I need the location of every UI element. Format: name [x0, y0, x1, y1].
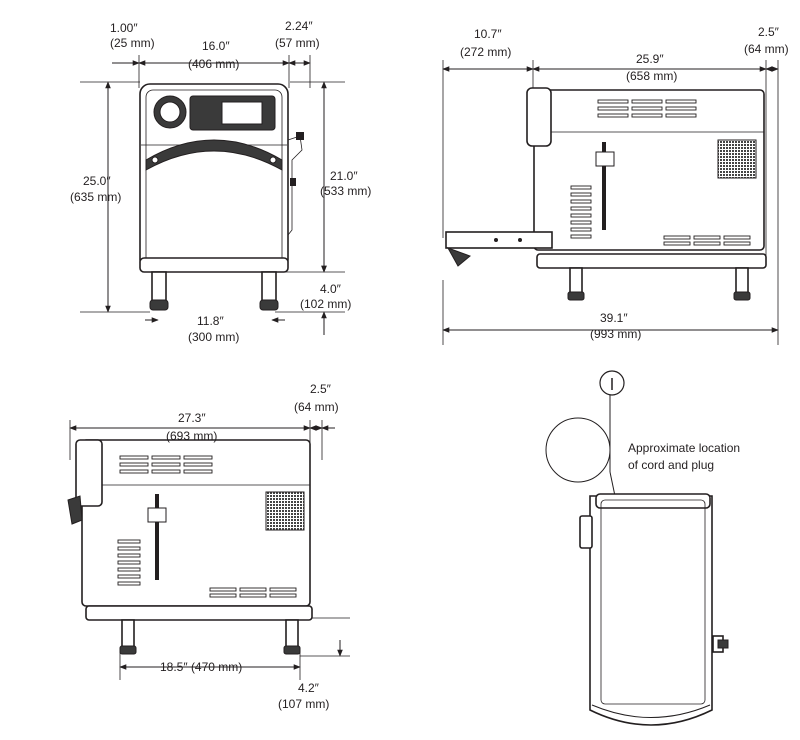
- dim-right-offset: 2.24″: [285, 19, 313, 33]
- dim-total-depth: 39.1″: [600, 311, 628, 325]
- dim-rear-clearance-open-mm: (64 mm): [744, 42, 789, 56]
- dim-body-height-mm: (533 mm): [320, 184, 371, 198]
- dim-door-extension: 10.7″: [474, 27, 502, 41]
- dim-depth: 27.3″: [178, 411, 206, 425]
- dim-leg-span-closed: 18.5″ (470 mm): [160, 660, 242, 674]
- side-view-closed: 27.3″ (693 mm) 2.5″ (64 mm) 18.5″ (470 m…: [67, 382, 350, 711]
- dim-width: 16.0″: [202, 39, 230, 53]
- cord-label-line1: Approximate location: [628, 441, 740, 455]
- dim-total-height: 25.0″: [83, 174, 111, 188]
- dim-body-depth: 25.9″: [636, 52, 664, 66]
- dim-left-offset: 1.00″: [110, 21, 138, 35]
- dim-leg-span: 11.8″: [197, 314, 224, 328]
- dim-right-offset-mm: (57 mm): [275, 36, 320, 50]
- side-vents-open: [570, 185, 592, 239]
- dim-total-height-mm: (635 mm): [70, 190, 121, 204]
- front-view: 1.00″ (25 mm) 16.0″ (406 mm) 2.24″ (57 m…: [70, 19, 371, 344]
- dim-leg-height: 4.0″: [320, 282, 342, 296]
- dim-leg-height-mm: (102 mm): [300, 297, 351, 311]
- dim-rear-clearance-open: 2.5″: [758, 25, 780, 39]
- side-view-open: 10.7″ (272 mm) 25.9″ (658 mm) 2.5″ (64 m…: [442, 25, 789, 345]
- dim-total-depth-mm: (993 mm): [590, 327, 641, 341]
- rear-view: Approximate location of cord and plug: [545, 370, 740, 726]
- dim-left-offset-mm: (25 mm): [110, 36, 155, 50]
- cord-label-line2: of cord and plug: [628, 458, 714, 472]
- dim-body-height: 21.0″: [330, 169, 358, 183]
- dim-leg-span-mm: (300 mm): [188, 330, 239, 344]
- dim-door-extension-mm: (272 mm): [460, 45, 511, 59]
- dim-rear-clearance-closed-mm: (64 mm): [294, 400, 339, 414]
- dim-width-mm: (406 mm): [188, 57, 239, 71]
- dim-rear-clearance-closed: 2.5″: [310, 382, 332, 396]
- top-vents-open: [597, 99, 697, 118]
- dim-leg-height-closed: 4.2″: [298, 681, 320, 695]
- dim-leg-height-closed-mm: (107 mm): [278, 697, 329, 711]
- dim-body-depth-mm: (658 mm): [626, 69, 677, 83]
- dim-depth-mm: (693 mm): [166, 429, 217, 443]
